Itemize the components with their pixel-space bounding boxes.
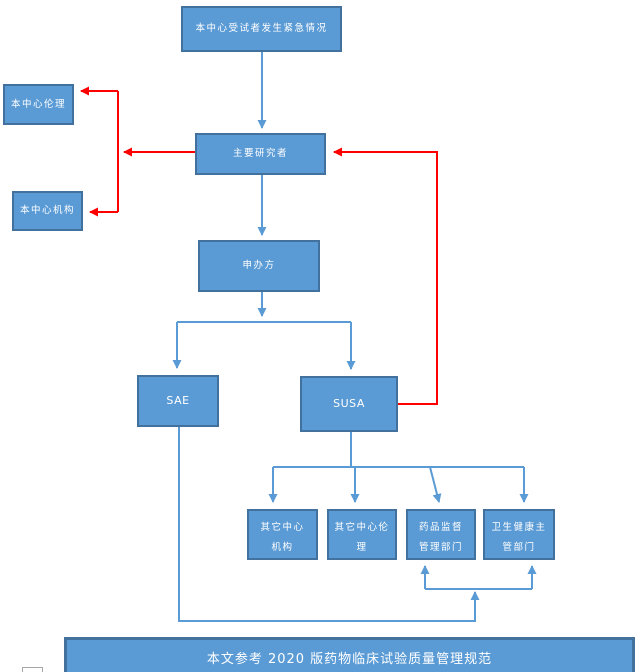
stray-placeholder-square (22, 667, 43, 672)
node-other-center-ethics-label: 其它中心伦 理 (334, 522, 390, 553)
node-principal-investigator: 主要研究者 (195, 133, 326, 175)
node-other-center-ethics: 其它中心伦 理 (327, 509, 397, 560)
node-drug-administration-label: 药品监督 管理部门 (418, 522, 463, 553)
node-local-ethics-label: 本中心伦理 (10, 98, 66, 110)
node-sponsor-label: 申办方 (242, 260, 276, 271)
node-susa: SUSA (300, 376, 398, 432)
reference-banner-text: 本文参考 2020 版药物临床试验质量管理规范 (206, 651, 493, 667)
reference-banner: 本文参考 2020 版药物临床试验质量管理规范 (64, 637, 635, 672)
node-local-ethics: 本中心伦理 (3, 84, 74, 125)
node-principal-investigator-label: 主要研究者 (232, 148, 288, 159)
node-other-center-institution-label: 其它中心 机构 (260, 522, 305, 553)
connector-sae-bottom-loop (178, 427, 480, 622)
node-drug-administration: 药品监督 管理部门 (406, 509, 476, 560)
node-local-institution-label: 本中心机构 (19, 205, 75, 216)
node-other-center-institution: 其它中心 机构 (247, 509, 318, 560)
node-sae: SAE (137, 375, 219, 427)
node-health-administration: 卫生健康主 管部门 (483, 509, 555, 560)
connector-to-drug-admin (429, 466, 442, 503)
node-sponsor: 申办方 (198, 240, 320, 292)
node-emergency: 本中心受试者发生紧急情况 (181, 6, 342, 52)
connector-susa-to-pi (333, 147, 438, 405)
node-emergency-label: 本中心受试者发生紧急情况 (195, 23, 328, 34)
node-local-institution: 本中心机构 (12, 191, 83, 231)
node-susa-label: SUSA (333, 397, 365, 410)
node-sae-label: SAE (166, 394, 190, 407)
node-health-administration-label: 卫生健康主 管部门 (491, 522, 547, 553)
